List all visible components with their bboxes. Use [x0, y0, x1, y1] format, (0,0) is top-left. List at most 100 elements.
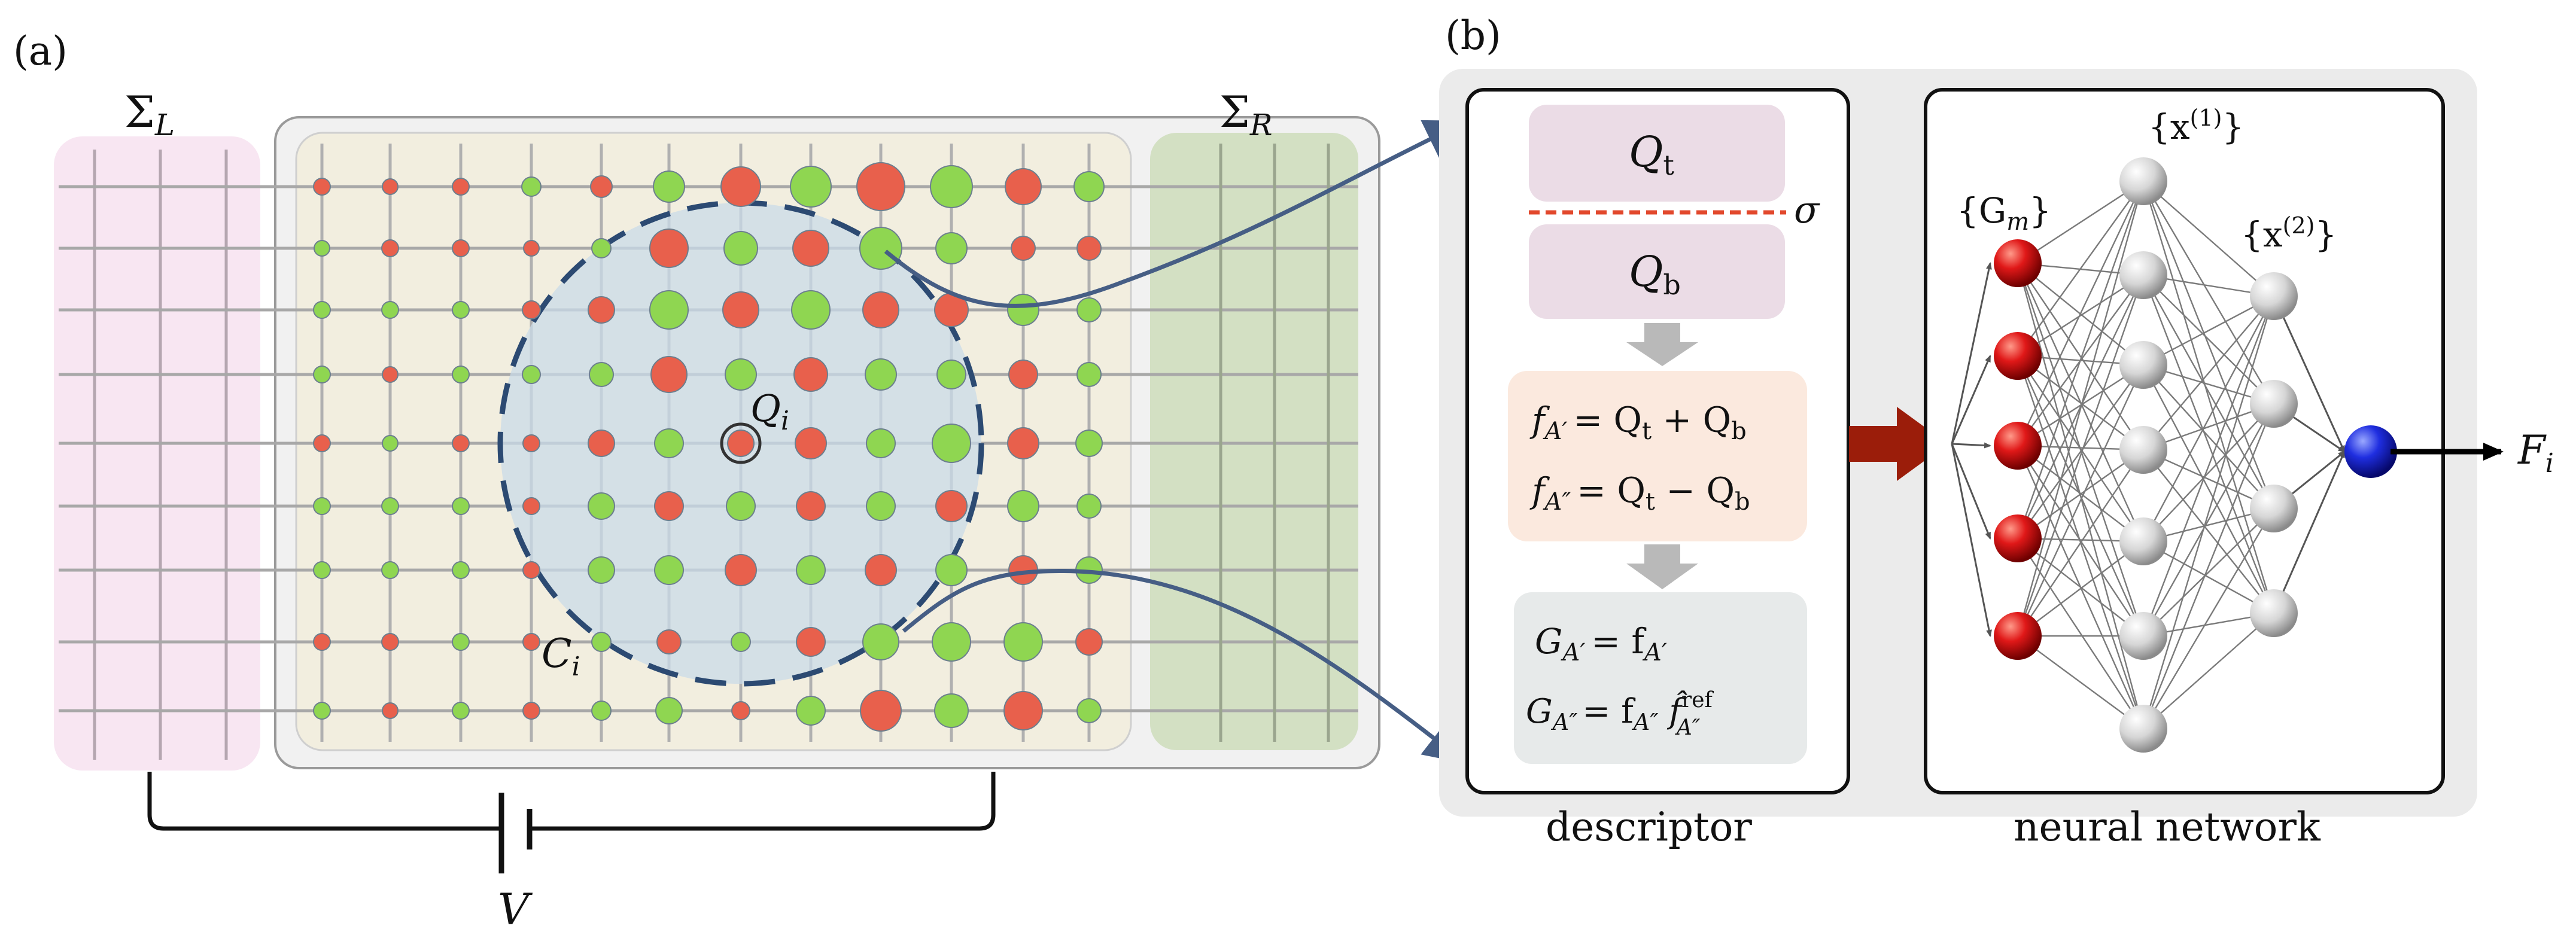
site-negative [522, 497, 540, 515]
site-positive [381, 497, 399, 515]
site-positive [1007, 294, 1039, 326]
site-positive [452, 702, 470, 720]
site-negative [654, 491, 684, 521]
q-top-text: Qt [1629, 127, 1674, 181]
f-line-1: fA′= Qt + Qb [1529, 400, 1747, 445]
site-positive [654, 555, 684, 585]
nn-input-arrow [1951, 443, 1992, 637]
site-negative [381, 239, 399, 257]
nn-edge-input-hidden1 [2017, 364, 2145, 637]
site-positive [591, 632, 612, 652]
site-positive [796, 696, 826, 726]
site-positive [866, 428, 896, 458]
site-negative [382, 178, 399, 195]
site-negative [1076, 236, 1102, 261]
output-label: Fi [2517, 427, 2554, 479]
site-negative [1011, 236, 1036, 261]
site-positive [381, 301, 399, 319]
nn-edge-input-hidden1 [2017, 538, 2145, 729]
voltage-label: V [498, 884, 533, 934]
site-positive [791, 290, 831, 330]
site-positive [934, 693, 969, 728]
nn-edge-hidden1-hidden2 [2143, 540, 2274, 614]
site-negative [313, 178, 331, 196]
site-positive [866, 491, 896, 521]
nn-edge-input-hidden1 [2017, 449, 2144, 637]
site-positive [932, 424, 971, 463]
site-positive [591, 701, 612, 721]
site-negative [1008, 360, 1038, 389]
site-negative [795, 427, 827, 459]
site-positive [723, 231, 758, 266]
site-negative [731, 701, 750, 720]
site-positive [932, 622, 971, 662]
site-positive [452, 497, 470, 515]
sigma-label: σ [1794, 188, 1820, 232]
site-positive [591, 238, 612, 258]
site-positive [314, 240, 330, 257]
nn-edge-hidden1-hidden2 [2142, 296, 2275, 542]
left-lead-grid [93, 150, 228, 760]
site-negative [522, 561, 540, 579]
nn-edge-hidden1-hidden2 [2142, 364, 2275, 614]
nn-hidden1-node [2119, 517, 2167, 565]
site-negative [522, 633, 540, 651]
site-negative [722, 291, 759, 328]
site-negative [452, 239, 470, 257]
nn-input-fan [1951, 262, 1992, 637]
nn-edge-hidden1-hidden2 [2143, 403, 2274, 542]
nn-hidden1-node [2119, 705, 2167, 753]
site-negative [860, 690, 902, 732]
site-positive [313, 301, 331, 319]
nn-hidden1-node [2119, 157, 2167, 205]
nn-edge-hidden1-hidden2 [2142, 403, 2275, 637]
site-positive [452, 633, 470, 651]
site-negative [725, 554, 757, 586]
flow-arrow-1 [1626, 323, 1698, 366]
voltage-circuit [147, 772, 996, 873]
flow-arrow-2 [1626, 544, 1698, 589]
nn-edge-input-hidden1 [2017, 364, 2144, 539]
site-negative [650, 356, 688, 393]
nn-edge-hidden1-hidden2 [2142, 181, 2275, 614]
nn-edge-hidden1-hidden2 [2143, 449, 2274, 614]
site-positive [382, 435, 399, 452]
nn-input-node [1994, 612, 2042, 660]
nn-edge-hidden1-hidden2 [2142, 275, 2275, 614]
site-positive [935, 554, 968, 586]
nn-output-node [2344, 425, 2397, 478]
site-negative [522, 300, 541, 319]
q-top-box [1529, 105, 1785, 202]
site-positive [731, 632, 751, 652]
site-negative [796, 491, 826, 521]
nn-edge-hidden1-hidden2 [2143, 296, 2274, 450]
q-bottom-text: Qb [1629, 247, 1681, 301]
sigma-right-label: ΣR [1219, 87, 1273, 142]
site-positive [313, 497, 331, 515]
site-positive [649, 290, 689, 330]
nn-hidden2-node [2250, 485, 2298, 532]
site-negative [862, 291, 899, 328]
nn-hidden1-node [2119, 612, 2167, 660]
site-negative [381, 633, 399, 651]
lattice-sites [313, 162, 1105, 732]
nn-edge-input-hidden1 [2017, 181, 2145, 637]
nn-hidden1-node [2119, 426, 2167, 474]
g-box [1514, 592, 1807, 764]
panel-a-label: (a) [13, 28, 68, 74]
site-positive [381, 561, 399, 579]
site-negative [590, 175, 613, 198]
site-positive [655, 697, 683, 724]
site-negative [588, 430, 615, 457]
site-negative [588, 296, 615, 324]
site-positive [1003, 622, 1043, 662]
site-positive [313, 366, 331, 383]
nn-edge-hidden1-hidden2 [2142, 403, 2275, 729]
nn-edge-input-hidden1 [2017, 635, 2144, 729]
nn-caption: neural network [2014, 804, 2321, 850]
central-site-ring [720, 422, 762, 464]
site-positive [1076, 297, 1102, 322]
nn-hidden1-node [2119, 251, 2167, 299]
x1-label: {x(1)} [2148, 105, 2244, 147]
